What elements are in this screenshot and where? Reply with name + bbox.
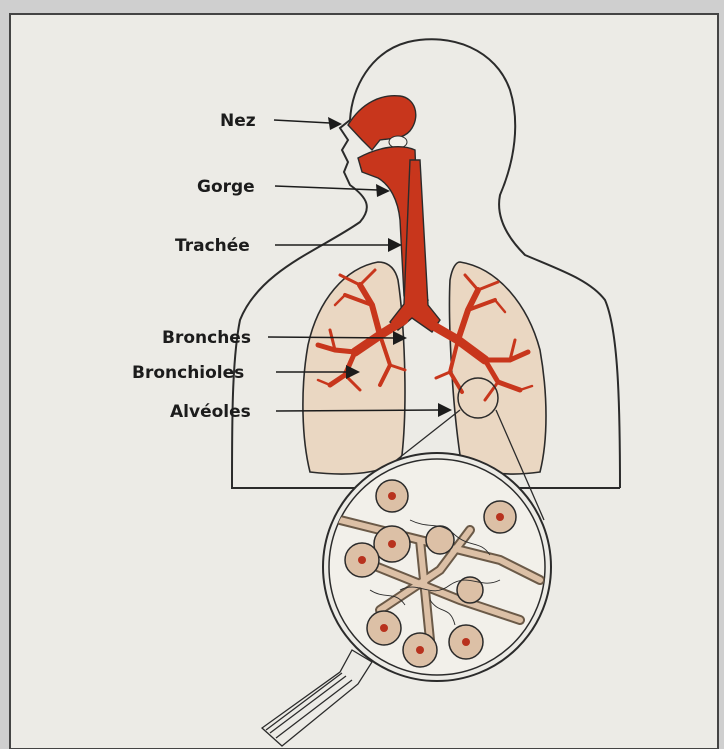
- label-gorge-text: Gorge: [197, 177, 255, 197]
- label-nez-text: Nez: [220, 111, 256, 131]
- label-bronchioles-text: Bronchioles: [132, 363, 244, 383]
- label-alveoles-text: Alvéoles: [170, 402, 251, 422]
- label-trachee-text: Trachée: [175, 236, 250, 256]
- label-bronches-text: Bronches: [162, 328, 251, 348]
